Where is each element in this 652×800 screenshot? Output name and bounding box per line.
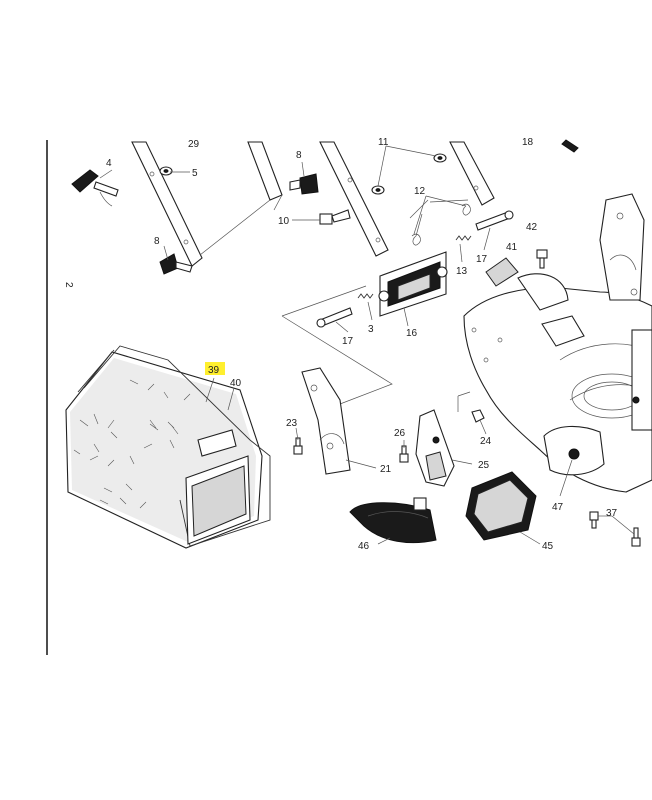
handle-knob-8-center — [289, 173, 319, 195]
label-5: 5 — [192, 168, 198, 179]
label-25: 25 — [478, 460, 490, 471]
deck-guide-lines — [457, 391, 471, 412]
washer-5 — [159, 166, 173, 176]
label-17-upper: 17 — [476, 254, 488, 265]
label-41: 41 — [506, 242, 518, 253]
label-2: 2 — [63, 282, 74, 288]
label-45: 45 — [542, 541, 554, 552]
mower-deck — [463, 273, 652, 493]
leader-lines-bottom — [295, 419, 635, 545]
label-12: 12 — [414, 186, 426, 197]
guard-45 — [465, 471, 537, 541]
rod-17-lower — [316, 307, 353, 328]
label-29: 29 — [188, 139, 200, 150]
label-11: 11 — [378, 137, 389, 148]
label-40: 40 — [230, 378, 242, 389]
lower-handle-center — [199, 141, 283, 256]
side-bracket-21 — [301, 367, 351, 475]
label-46: 46 — [358, 541, 370, 552]
label-18: 18 — [522, 137, 534, 148]
lower-handle-left — [131, 141, 203, 267]
callout-labels: 4 5 8 8 10 11 12 13 16 17 17 3 41 42 29 … — [63, 137, 618, 552]
clip-12 — [411, 203, 471, 246]
part-18 — [561, 139, 579, 153]
label-24: 24 — [480, 436, 492, 447]
nut-24 — [471, 409, 485, 423]
label-37: 37 — [606, 508, 618, 519]
label-26: 26 — [394, 428, 406, 439]
label-17-lower: 17 — [342, 336, 354, 347]
leader-39 — [205, 377, 215, 403]
spring-13 — [357, 235, 472, 299]
bolt-42 — [536, 249, 548, 269]
label-4: 4 — [106, 158, 112, 169]
handle-knob-4 — [71, 169, 119, 207]
label-8-center: 8 — [296, 150, 302, 161]
part-41 — [485, 257, 519, 287]
handle-knob-8-left — [159, 253, 193, 275]
grass-bag — [65, 345, 271, 549]
label-23: 23 — [286, 418, 298, 429]
screw-26 — [399, 445, 409, 463]
label-42: 42 — [526, 222, 538, 233]
bracket-25 — [415, 409, 455, 487]
plate-47 — [543, 425, 605, 476]
label-3: 3 — [368, 324, 374, 335]
label-10: 10 — [278, 216, 290, 227]
label-47: 47 — [552, 502, 564, 513]
rear-bracket — [599, 193, 645, 301]
screw-23 — [293, 437, 303, 455]
bolts-37 — [589, 511, 641, 547]
lower-handle-right-a — [319, 141, 389, 257]
flap-16 — [378, 251, 448, 317]
label-39-highlight — [205, 362, 225, 375]
label-16: 16 — [406, 328, 418, 339]
label-39: 39 — [208, 365, 220, 376]
label-13: 13 — [456, 266, 468, 277]
rod-17-upper — [475, 210, 514, 231]
leader-lines-top — [99, 145, 491, 333]
assembly-guide-lines — [281, 199, 469, 405]
deflector-46 — [349, 497, 437, 544]
lower-handle-right-b — [449, 141, 495, 206]
label-8-left: 8 — [154, 236, 160, 247]
leader-40 — [227, 387, 235, 411]
label-21: 21 — [380, 464, 392, 475]
bolt-10 — [319, 209, 351, 225]
